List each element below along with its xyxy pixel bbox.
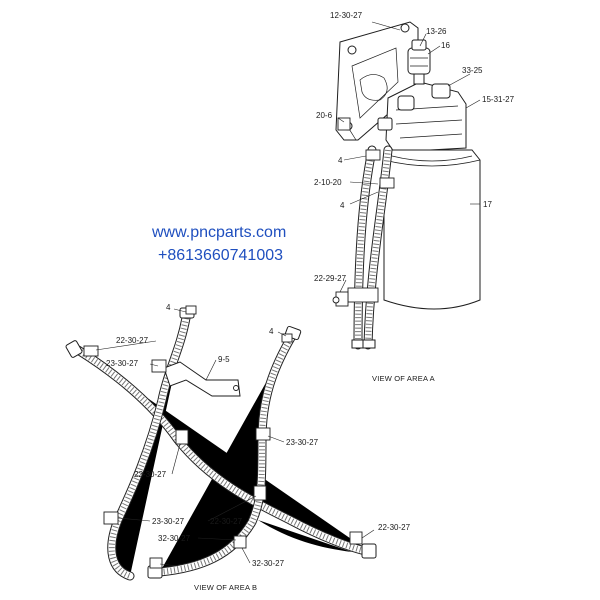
callout-12-30-27: 12-30-27: [330, 11, 363, 20]
callout-15-31-27: 15-31-27: [482, 95, 515, 104]
clamp-bolt: [332, 296, 340, 304]
callout-9-5: 9-5: [218, 355, 230, 364]
callout-4: 4: [338, 156, 343, 165]
hose-clip: [83, 345, 99, 357]
canister-rim: [383, 159, 481, 167]
support-bracket: [163, 361, 241, 397]
hose-b1: [73, 345, 375, 557]
head-port: [431, 83, 451, 99]
switch-detail: [410, 57, 428, 67]
hose-clip: [379, 177, 395, 189]
caption-view-of-area-b: VIEW OF AREA B: [194, 583, 257, 592]
watermark: www.pncparts.com +8613660741003: [151, 224, 286, 264]
canister-rim: [391, 155, 473, 162]
hose-clip: [149, 557, 163, 569]
area-a-filter-assembly: 12-30-27 13-26 16 33-25 15-31-27 20-6 4 …: [314, 11, 515, 383]
pressure-switch: [407, 47, 431, 75]
switch-base: [413, 73, 425, 85]
hose-clip: [365, 149, 381, 161]
plate-bolt: [400, 23, 410, 33]
plate-bolt: [347, 45, 357, 55]
plate-boss: [359, 74, 388, 101]
callout-16: 16: [441, 41, 450, 50]
area-b-hose-routing: 4 4 22-30-27 23-30-27 9-5 23-30-27 22-30…: [65, 303, 411, 592]
hose-clip: [185, 305, 197, 315]
callout-22-30-27: 22-30-27: [134, 470, 167, 479]
callout-23-30-27: 23-30-27: [286, 438, 319, 447]
filter-canister: [383, 149, 481, 310]
callout-4: 4: [340, 201, 345, 210]
callout-22-29-27: 22-29-27: [314, 274, 347, 283]
head-port: [397, 95, 415, 111]
callout-32-30-27: 32-30-27: [252, 559, 285, 568]
callout-32-30-27: 32-30-27: [158, 534, 191, 543]
callout-4: 4: [269, 327, 274, 336]
bolt-head: [337, 117, 351, 131]
callout-22-30-27: 22-30-27: [116, 336, 149, 345]
callout-13-26: 13-26: [426, 27, 447, 36]
hose-clip: [281, 333, 293, 343]
hose-clip: [255, 427, 271, 441]
hose-end-fitting: [362, 339, 376, 349]
callout-17: 17: [483, 200, 492, 209]
hose-clip: [175, 429, 189, 445]
hose-end-fitting: [361, 543, 377, 559]
hose-clip: [233, 535, 247, 549]
callout-23-30-27: 23-30-27: [106, 359, 139, 368]
callout-4: 4: [166, 303, 171, 312]
head-fitting: [377, 117, 393, 131]
caption-view-of-area-a: VIEW OF AREA A: [372, 374, 435, 383]
watermark-url: www.pncparts.com: [151, 224, 286, 241]
watermark-phone: +8613660741003: [158, 247, 283, 264]
hose-b2: [107, 313, 191, 581]
callout-33-25: 33-25: [462, 66, 483, 75]
hose-clip: [349, 531, 363, 545]
hose-clip: [151, 359, 167, 373]
callout-22-30-27: 22-30-27: [378, 523, 411, 532]
bracket-hole: [233, 385, 239, 391]
callout-20-6: 20-6: [316, 111, 333, 120]
callout-23-30-27: 23-30-27: [152, 517, 185, 526]
switch-connector: [411, 39, 427, 51]
callout-22-30-27: 22-30-27: [210, 517, 243, 526]
hose-clamp: [347, 287, 379, 303]
hose-clip: [253, 485, 267, 501]
hose-clip: [103, 511, 119, 525]
hose-end-fitting: [65, 340, 83, 358]
filter-head: [385, 81, 467, 153]
hose-end-fitting: [351, 339, 365, 349]
callout-2-10-20: 2-10-20: [314, 178, 342, 187]
plate-recess: [351, 47, 399, 119]
